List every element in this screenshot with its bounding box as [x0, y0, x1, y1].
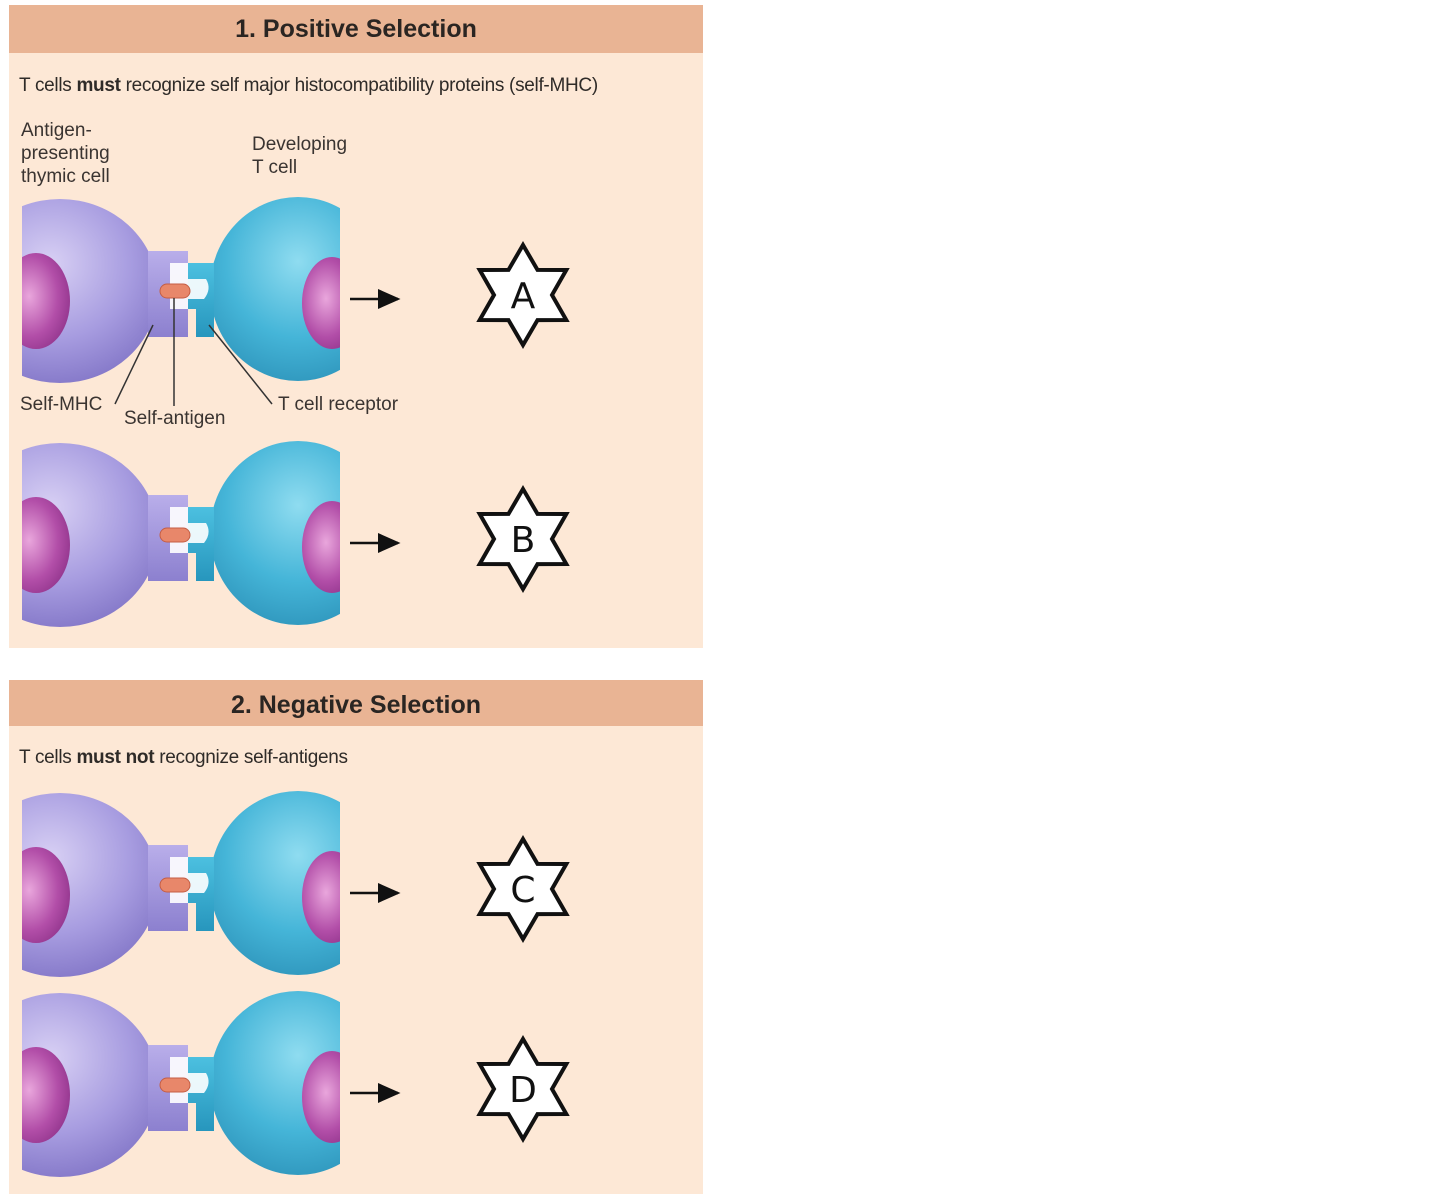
positive-selection-subtitle: T cells must recognize self major histoc…	[19, 75, 598, 96]
star-marker	[476, 1035, 570, 1143]
self-antigen	[159, 527, 191, 543]
t-cell-receptor	[188, 507, 214, 581]
star-marker-letter: A	[511, 276, 536, 317]
cell-interaction-row: B	[22, 441, 570, 627]
t-cell-nucleus	[302, 851, 340, 943]
t-cell	[210, 991, 340, 1175]
apc-label: Antigen- presenting thymic cell	[21, 120, 110, 187]
self-antigen	[159, 1077, 191, 1093]
t-cell-nucleus	[302, 1051, 340, 1143]
star-marker	[476, 835, 570, 943]
star-marker	[476, 485, 570, 593]
structure-callouts: Self-MHC Self-antigen T cell receptor	[20, 298, 399, 429]
star-marker-letter: B	[511, 520, 536, 561]
negative-selection-subtitle: T cells must not recognize self-antigens	[19, 747, 348, 768]
t-cell	[210, 791, 340, 975]
self-antigen-label: Self-antigen	[124, 408, 225, 429]
cell-interaction-row: C	[22, 791, 570, 977]
self-mhc-label: Self-MHC	[20, 394, 102, 415]
t-cell	[210, 441, 340, 625]
t-cell-nucleus	[302, 257, 340, 349]
apc-nucleus	[22, 847, 70, 943]
t-cell-receptor	[188, 1057, 214, 1131]
positive-selection-title: 1. Positive Selection	[9, 5, 703, 53]
star-marker-letter: D	[509, 1070, 537, 1111]
developing-t-cell-label: Developing T cell	[252, 134, 348, 178]
apc-nucleus	[22, 1047, 70, 1143]
t-cell-nucleus	[302, 501, 340, 593]
negative-selection-title: 2. Negative Selection	[9, 680, 703, 726]
star-marker-letter: C	[510, 870, 535, 911]
t-cell-receptor	[188, 857, 214, 931]
apc-nucleus	[22, 253, 70, 349]
cell-interaction-row: A	[22, 197, 570, 383]
self-antigen	[159, 283, 191, 299]
cell-interaction-row: D	[22, 991, 570, 1177]
star-marker	[476, 241, 570, 349]
apc-nucleus	[22, 497, 70, 593]
t-cell	[210, 197, 340, 381]
self-antigen	[159, 877, 191, 893]
t-cell-receptor-label: T cell receptor	[278, 394, 399, 415]
